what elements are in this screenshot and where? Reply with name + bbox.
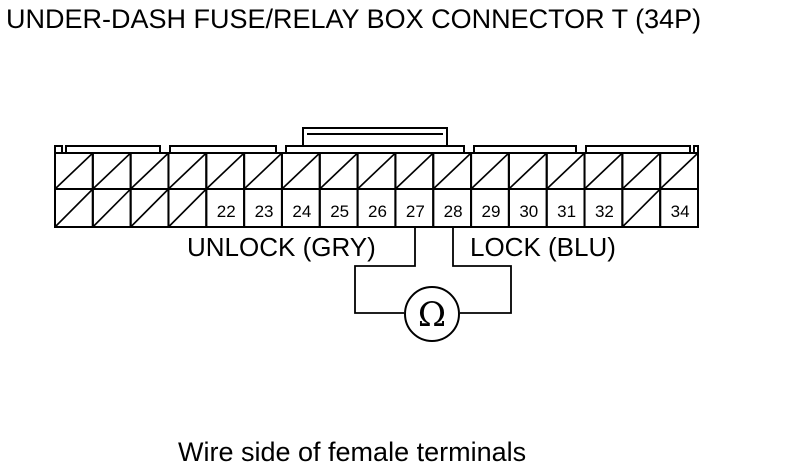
terminal-cell-bottom-17: 34 xyxy=(659,188,699,228)
terminal-cell-bottom-12: 29 xyxy=(470,188,510,228)
terminal-cell-top-10 xyxy=(394,152,435,190)
pin-number: 25 xyxy=(330,202,349,221)
pin-number: 22 xyxy=(217,202,236,221)
terminal-cell-bottom-7: 24 xyxy=(280,188,321,228)
empty-cavity-hatch xyxy=(621,188,661,228)
terminal-cell-top-14 xyxy=(545,152,586,190)
terminal-cell-bottom-6: 23 xyxy=(243,188,283,228)
terminal-cell-bottom-15: 32 xyxy=(583,188,624,228)
terminal-cell-bottom-10: 27 xyxy=(394,188,435,228)
diagram-title: UNDER-DASH FUSE/RELAY BOX CONNECTOR T (3… xyxy=(6,4,702,34)
empty-cavity-hatch xyxy=(167,188,207,228)
terminal-cell-top-4 xyxy=(167,152,208,190)
lock-wire-label: LOCK (BLU) xyxy=(470,232,616,262)
empty-cavity-hatch xyxy=(357,152,396,190)
pin-number: 27 xyxy=(406,202,425,221)
terminal-cell-top-8 xyxy=(318,152,359,190)
pin-number: 24 xyxy=(292,202,311,221)
empty-cavity-hatch xyxy=(130,188,170,228)
terminal-cell-bottom-11: 28 xyxy=(432,188,473,228)
pin-number: 32 xyxy=(595,202,614,221)
empty-cavity-hatch xyxy=(54,152,94,190)
terminal-cell-bottom-14: 31 xyxy=(545,188,586,228)
terminal-cell-top-6 xyxy=(243,152,283,190)
terminal-cell-top-3 xyxy=(129,152,170,190)
terminal-cell-bottom-2 xyxy=(91,188,132,228)
unlock-wire-label: UNLOCK (GRY) xyxy=(187,232,376,262)
terminal-cell-top-13 xyxy=(507,152,548,190)
empty-cavity-hatch xyxy=(432,152,472,190)
connector-latch xyxy=(302,127,448,146)
empty-cavity-hatch xyxy=(508,152,548,190)
terminal-cell-top-11 xyxy=(432,152,473,190)
empty-cavity-hatch xyxy=(659,152,699,190)
terminal-cell-bottom-4 xyxy=(167,188,208,228)
terminal-cell-top-16 xyxy=(621,152,662,190)
ohmmeter-icon: Ω xyxy=(404,286,460,342)
empty-cavity-hatch xyxy=(130,152,170,190)
terminal-cell-top-17 xyxy=(659,152,699,190)
connector-cells: 22 23 24 25 26 27 28 29 30 31 32 34 xyxy=(54,152,699,228)
empty-cavity-hatch xyxy=(281,152,321,190)
terminal-cell-bottom-16 xyxy=(621,188,662,228)
terminal-cell-top-12 xyxy=(470,152,510,190)
empty-cavity-hatch xyxy=(54,188,94,228)
lock-lead xyxy=(452,227,512,314)
terminal-cell-bottom-1 xyxy=(54,188,94,228)
empty-cavity-hatch xyxy=(583,152,623,190)
pin-number: 28 xyxy=(444,202,463,221)
ohm-symbol: Ω xyxy=(418,295,446,335)
pin-number: 34 xyxy=(671,202,690,221)
terminal-cell-bottom-9: 26 xyxy=(356,188,397,228)
pin-number: 23 xyxy=(255,202,274,221)
terminal-cell-bottom-8: 25 xyxy=(318,188,359,228)
terminal-cell-top-1 xyxy=(54,152,94,190)
pin-number: 31 xyxy=(557,202,576,221)
empty-cavity-hatch xyxy=(92,152,132,190)
empty-cavity-hatch xyxy=(546,152,586,190)
terminal-cell-top-2 xyxy=(91,152,132,190)
diagram-caption: Wire side of female terminals xyxy=(178,437,527,467)
unlock-lead xyxy=(354,227,416,314)
terminal-cell-top-9 xyxy=(356,152,397,190)
terminal-cell-bottom-13: 30 xyxy=(507,188,548,228)
pin-number: 29 xyxy=(482,202,501,221)
empty-cavity-hatch xyxy=(319,152,359,190)
terminal-cell-top-15 xyxy=(583,152,624,190)
empty-cavity-hatch xyxy=(470,152,510,190)
empty-cavity-hatch xyxy=(394,152,434,190)
empty-cavity-hatch xyxy=(92,188,132,228)
terminal-cell-top-7 xyxy=(280,152,321,190)
terminal-cell-bottom-3 xyxy=(129,188,170,228)
empty-cavity-hatch xyxy=(243,152,283,190)
pin-number: 26 xyxy=(368,202,387,221)
empty-cavity-hatch xyxy=(167,152,207,190)
empty-cavity-hatch xyxy=(205,152,245,190)
terminal-cell-bottom-5: 22 xyxy=(205,188,246,228)
terminal-cell-top-5 xyxy=(205,152,246,190)
empty-cavity-hatch xyxy=(621,152,661,190)
test-leads xyxy=(354,227,512,314)
pin-number: 30 xyxy=(519,202,538,221)
